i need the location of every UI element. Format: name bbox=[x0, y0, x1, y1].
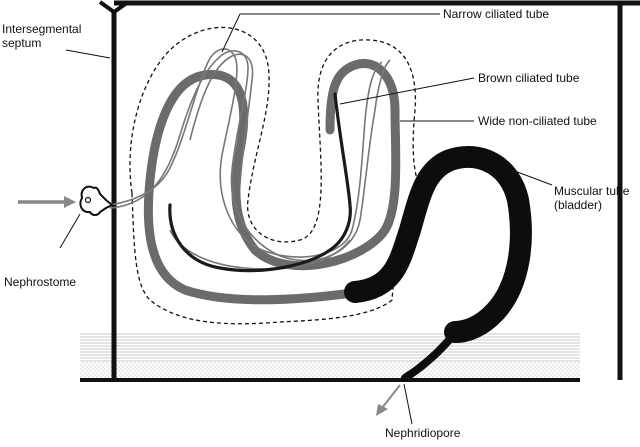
leader-brown bbox=[339, 77, 475, 105]
muscular-tube-label-line2: (bladder) bbox=[554, 198, 603, 212]
narrow-ciliated-tube-label: Narrow ciliated tube bbox=[443, 7, 550, 21]
nephridiopore-label: Nephridiopore bbox=[385, 426, 461, 440]
leader-muscular bbox=[511, 169, 553, 186]
brown-ciliated-tube-label: Brown ciliated tube bbox=[478, 71, 580, 85]
leader-nephridiopore bbox=[403, 383, 413, 425]
leader-narrow bbox=[221, 13, 440, 53]
nephrostome-label: Nephrostome bbox=[4, 275, 77, 289]
body-wall-epidermis-layer bbox=[80, 362, 580, 380]
outflow-arrow bbox=[376, 384, 401, 416]
septum-label-line2: septum bbox=[2, 36, 42, 50]
muscular-tube-label-line1: Muscular tube bbox=[554, 184, 630, 198]
leader-septum bbox=[65, 49, 111, 59]
muscular-tube-bladder bbox=[344, 146, 532, 343]
bladder-duct bbox=[401, 326, 462, 382]
brown-ciliated-tube bbox=[168, 92, 352, 273]
leader-nephrostome bbox=[59, 213, 81, 249]
leader-lines bbox=[59, 13, 553, 425]
peritoneal-envelope bbox=[129, 26, 421, 325]
body-wall-muscle-layer bbox=[80, 332, 580, 362]
inflow-arrow bbox=[18, 196, 76, 208]
wide-non-ciliated-tube-label: Wide non-ciliated tube bbox=[478, 114, 597, 128]
wide-non-ciliated-tube bbox=[143, 59, 401, 305]
septum-label-line1: Intersegmental bbox=[2, 22, 82, 36]
nephrostome bbox=[79, 185, 114, 216]
